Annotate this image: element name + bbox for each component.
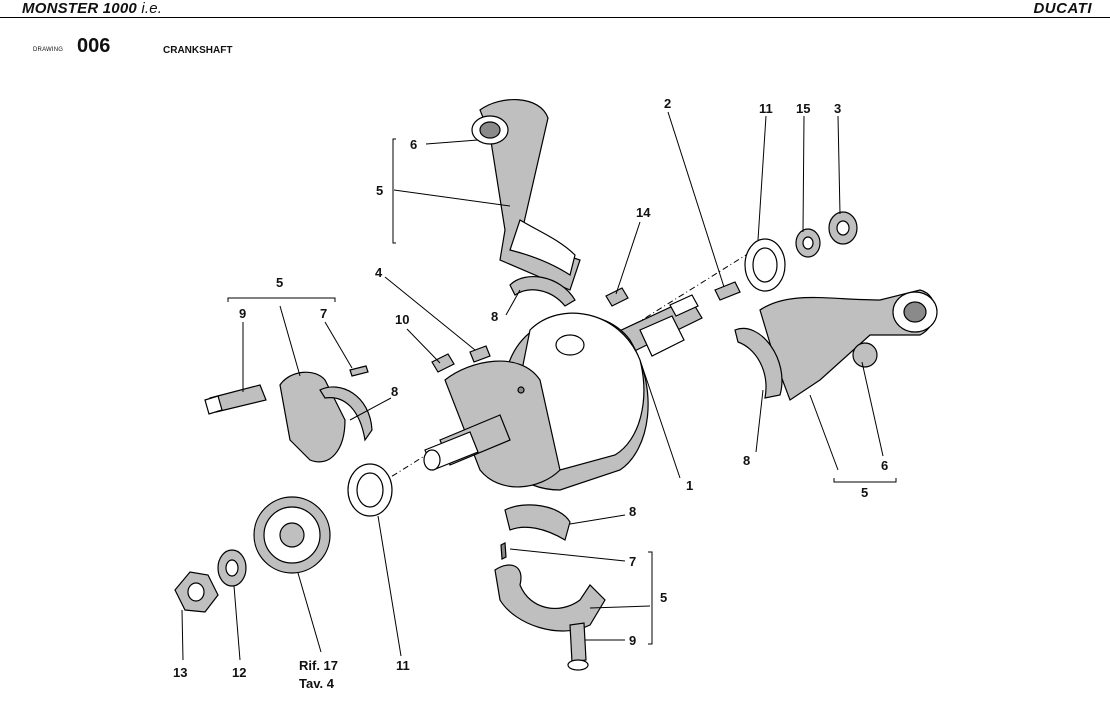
callout-13: 13	[173, 665, 187, 680]
callout-7-left: 7	[320, 306, 327, 321]
callout-1: 1	[686, 478, 693, 493]
callout-8-upper: 8	[491, 309, 498, 324]
callout-9-left: 9	[239, 306, 246, 321]
callout-11-upper: 11	[759, 101, 773, 116]
callout-5-right: 5	[861, 485, 868, 500]
page-header: MONSTER 1000 i.e. DUCATI	[0, 0, 1110, 18]
plug-screw-2	[714, 281, 741, 301]
reference-line-1: Rif. 17	[299, 658, 338, 673]
rod-cap-left	[204, 365, 373, 463]
callout-11-lower: 11	[396, 658, 410, 673]
callout-5-lower: 5	[660, 590, 667, 605]
connecting-rod-right	[734, 289, 938, 401]
callout-8-right: 8	[743, 453, 750, 468]
callout-10: 10	[395, 312, 409, 327]
drawing-title: CRANKSHAFT	[163, 45, 233, 56]
model-suffix: i.e.	[141, 0, 163, 17]
leader-lines	[181, 111, 897, 661]
callout-7-lower: 7	[629, 554, 636, 569]
drawing-number: 006	[77, 35, 111, 57]
rod-cap-lower	[494, 504, 606, 671]
crankshaft-part	[423, 294, 703, 491]
callout-labels: 6 5 4 14 2 11 15 3 8 10 1 5 9 7 8 8 6 5 …	[173, 96, 888, 691]
key-10	[431, 353, 455, 373]
reference-line-2: Tav. 4	[299, 676, 335, 691]
callout-4: 4	[375, 265, 383, 280]
header-rule	[0, 17, 1110, 18]
timing-gear	[253, 496, 331, 574]
model-main: MONSTER 1000	[22, 0, 137, 17]
bearing-shell-upper	[509, 276, 576, 307]
callout-15: 15	[796, 101, 810, 116]
plug-screw-4	[469, 345, 491, 363]
brand-name: DUCATI	[1033, 0, 1092, 17]
callout-5-upper: 5	[376, 183, 383, 198]
callout-9-lower: 9	[629, 633, 636, 648]
callout-6-right: 6	[881, 458, 888, 473]
callout-14: 14	[636, 205, 651, 220]
connecting-rod-upper	[471, 99, 581, 291]
callout-6-upper: 6	[410, 137, 417, 152]
callout-5-left: 5	[276, 275, 283, 290]
callout-8-lower: 8	[629, 504, 636, 519]
callout-3: 3	[834, 101, 841, 116]
callout-2: 2	[664, 96, 671, 111]
callout-8-left: 8	[391, 384, 398, 399]
callout-12: 12	[232, 665, 246, 680]
drawing-label: DRAWING	[33, 47, 64, 53]
model-name: MONSTER 1000 i.e.	[22, 0, 162, 17]
